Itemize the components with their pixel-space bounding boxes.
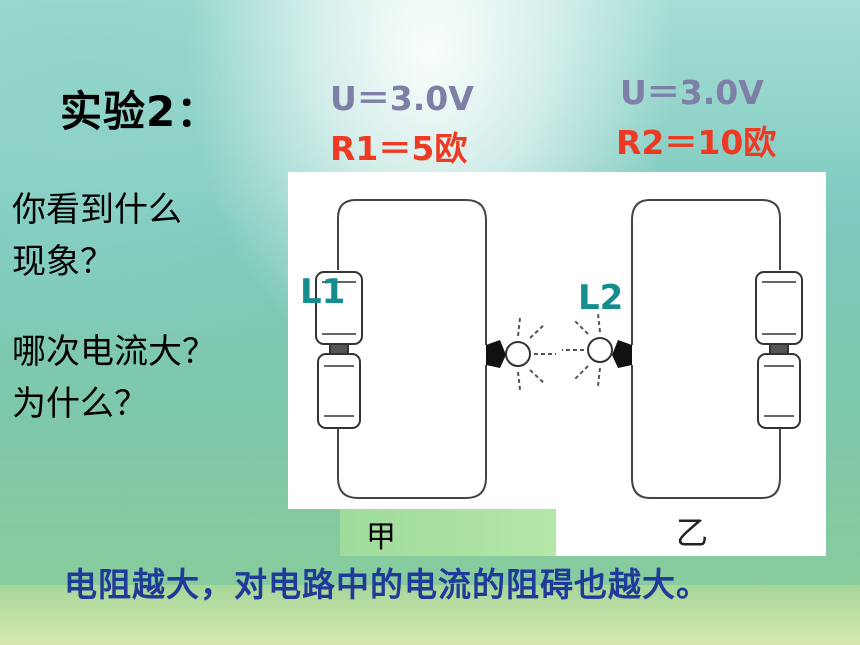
lamp-label-left: L1: [300, 272, 346, 312]
resistance-label-left: R1＝5欧: [330, 129, 468, 168]
caption-left: 甲: [366, 520, 396, 555]
right-bulb-icon: [562, 313, 632, 387]
lamp-label-right: L2: [578, 278, 624, 318]
question-line-1: 你看到什么: [12, 190, 182, 230]
caption-strip: [340, 509, 556, 556]
question-line-2: 现象？: [12, 242, 114, 282]
question-line-3: 哪次电流大？: [12, 332, 216, 372]
voltage-label-right: U＝3.0V: [620, 73, 764, 112]
question-line-4: 为什么？: [12, 384, 148, 424]
left-battery-cells: [315, 271, 363, 429]
bottom-decor-band: [0, 585, 860, 645]
left-bulb-icon: [486, 317, 556, 391]
caption-right: 乙: [676, 514, 709, 552]
right-battery-cells: [755, 271, 803, 429]
conclusion-text: 电阻越大，对电路中的电流的阻碍也越大。: [64, 565, 710, 604]
voltage-label-left: U＝3.0V: [330, 79, 474, 118]
resistance-label-right: R2＝10欧: [616, 123, 777, 162]
slide-title: 实验2：: [60, 87, 220, 136]
